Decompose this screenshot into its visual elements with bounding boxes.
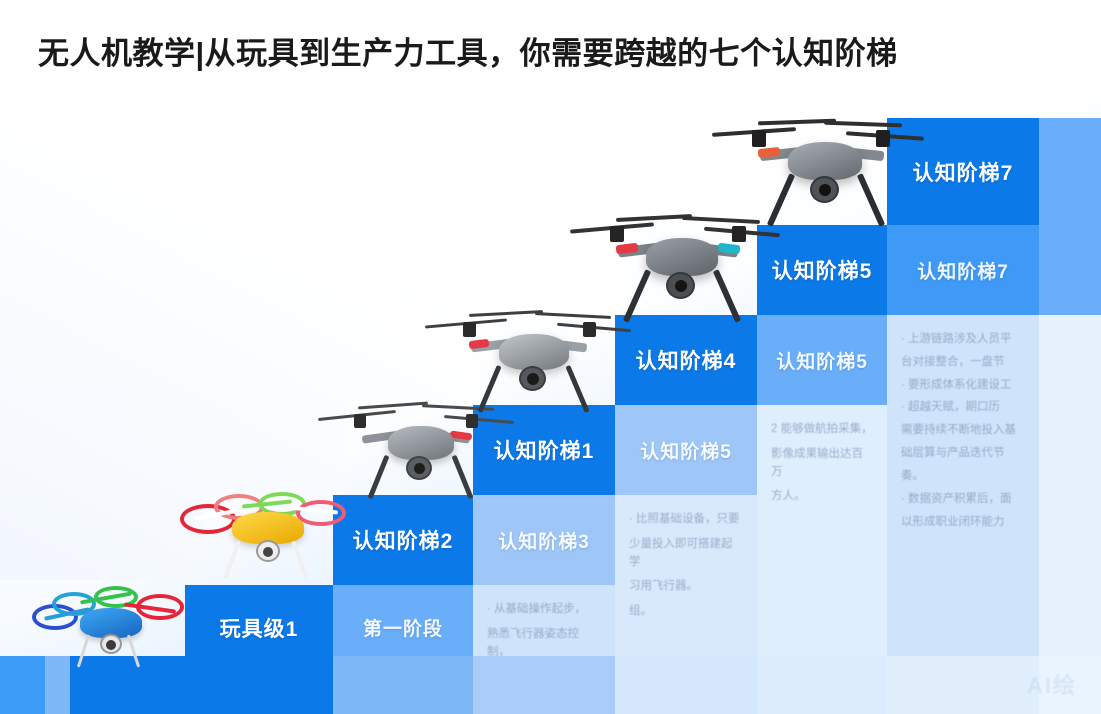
- step-5-body-line: · 超越天赋，期口历: [901, 401, 1001, 414]
- step-5-body-line: · 要形成体系化建设工: [901, 378, 1012, 391]
- step-1-body-line: · 从基础操作起步，: [487, 603, 587, 615]
- step-1-body-line: 熟悉飞行器姿态控制，: [487, 627, 579, 658]
- step-3-label: 认知阶梯1: [493, 440, 595, 463]
- step-6-right-filler-lower: [1039, 315, 1101, 714]
- step-5-body-line: 础层算与产品迭代节: [901, 447, 1005, 460]
- staircase-diagram: 玩具级1 第一阶段 · 从基础操作起步， 熟悉飞行器姿态控制， 形成安全意识。 …: [0, 100, 1101, 714]
- toy-drone-colorful: [28, 572, 203, 682]
- landing-leg: [565, 365, 590, 413]
- step-5-body-line: · 上游链路涉及人员平: [901, 333, 1012, 345]
- band-cell: [333, 656, 473, 714]
- camera-lens: [819, 184, 831, 196]
- camera-lens: [106, 640, 116, 650]
- landing-leg: [76, 634, 91, 668]
- propeller: [468, 310, 544, 317]
- band-cell: [757, 656, 887, 714]
- step-4-sublabel: 认知阶梯5: [776, 351, 868, 373]
- camera-lens: [527, 373, 539, 385]
- step-6-right-filler: [1039, 118, 1101, 315]
- step-1-sublabel-cell[interactable]: 第一阶段: [333, 585, 473, 670]
- step-1-sublabel: 第一阶段: [362, 619, 443, 640]
- step-2-label-cell[interactable]: 认知阶梯2: [333, 495, 473, 585]
- step-1-label-cell[interactable]: 玩具级1: [185, 585, 333, 670]
- step-5-body-line: 奏。: [901, 469, 924, 482]
- page-header: 无人机教学|从玩具到生产力工具，你需要跨越的七个认知阶梯: [0, 0, 1101, 100]
- step-5-body-line: 需要持续不断地投入基: [901, 424, 1016, 437]
- landing-leg: [766, 173, 796, 227]
- step-4-label-cell[interactable]: 认知阶梯4: [615, 315, 757, 405]
- step-5-sublabel-cell[interactable]: 认知阶梯7: [887, 225, 1039, 315]
- motor: [876, 130, 890, 147]
- band-cell: [615, 656, 757, 714]
- landing-leg: [367, 454, 390, 500]
- landing-leg: [856, 173, 886, 227]
- landing-leg: [451, 454, 474, 500]
- step-4-label: 认知阶梯4: [635, 350, 737, 373]
- professional-drone-top: [711, 112, 927, 237]
- motor: [610, 226, 624, 242]
- band-cell: [185, 656, 333, 714]
- camera-lens: [414, 463, 425, 474]
- step-4-sublabel-cell[interactable]: 认知阶梯5: [757, 315, 887, 405]
- step-5-body-line: · 数据资产积累后，面: [901, 492, 1012, 505]
- drone-body: [499, 334, 569, 370]
- step-5-label: 认知阶梯5: [771, 260, 873, 283]
- step-5-body-panel: · 上游链路涉及人员平 台对接整合，一盘节 · 要形成体系化建设工 · 超越天赋…: [887, 315, 1039, 714]
- step-3-label-cell[interactable]: 认知阶梯1: [473, 405, 615, 495]
- landing-leg: [712, 269, 742, 323]
- step-5-sublabel: 认知阶梯7: [917, 261, 1009, 283]
- landing-leg: [126, 634, 141, 668]
- step-5-body-line: 台对接整合，一盘节: [901, 355, 1005, 368]
- propeller: [615, 214, 693, 222]
- step-3-body-line: 2 能够做航拍采集，: [771, 423, 873, 435]
- camera-lens: [263, 547, 273, 557]
- step-2-label: 认知阶梯2: [352, 530, 454, 553]
- step-3-sublabel: 认知阶梯5: [640, 441, 732, 463]
- step-5-body-line: 以形成职业闭环能力: [901, 515, 1005, 528]
- band-cell: [473, 656, 615, 714]
- drone-body: [646, 238, 718, 276]
- step-1-label: 玩具级1: [219, 617, 299, 641]
- band-cell: [887, 656, 1039, 714]
- step-3-body-line: 方人。: [771, 490, 806, 503]
- drone-body: [788, 142, 862, 180]
- motor: [354, 414, 366, 428]
- propeller: [823, 120, 903, 127]
- step-2-sublabel-cell[interactable]: 认知阶梯3: [473, 495, 615, 585]
- step-2-body-line: 少量投入即可搭建起学: [629, 537, 733, 568]
- page-title: 无人机教学|从玩具到生产力工具，你需要跨越的七个认知阶梯: [38, 35, 898, 71]
- step-5-label-cell[interactable]: 认知阶梯5: [757, 225, 887, 315]
- landing-leg: [223, 540, 241, 580]
- step-2-body-line: 组。: [629, 605, 652, 618]
- step-3-sublabel-cell[interactable]: 认知阶梯5: [615, 405, 757, 495]
- step-3-body-line: 影像成果输出达百万: [771, 447, 863, 478]
- camera-lens: [675, 280, 687, 292]
- landing-leg: [291, 540, 309, 580]
- watermark: AI绘: [1026, 673, 1077, 698]
- landing-leg: [622, 269, 652, 323]
- landing-leg: [477, 365, 502, 413]
- drone-body: [388, 426, 454, 460]
- motor: [752, 130, 766, 147]
- step-2-body-line: 习用飞行器。: [629, 580, 698, 593]
- step-2-body-line: · 比照基础设备，只要: [629, 513, 740, 525]
- propeller: [357, 401, 429, 410]
- motor: [463, 322, 476, 337]
- step-2-sublabel: 认知阶梯3: [498, 531, 590, 553]
- step-6-label: 认知阶梯7: [912, 161, 1014, 185]
